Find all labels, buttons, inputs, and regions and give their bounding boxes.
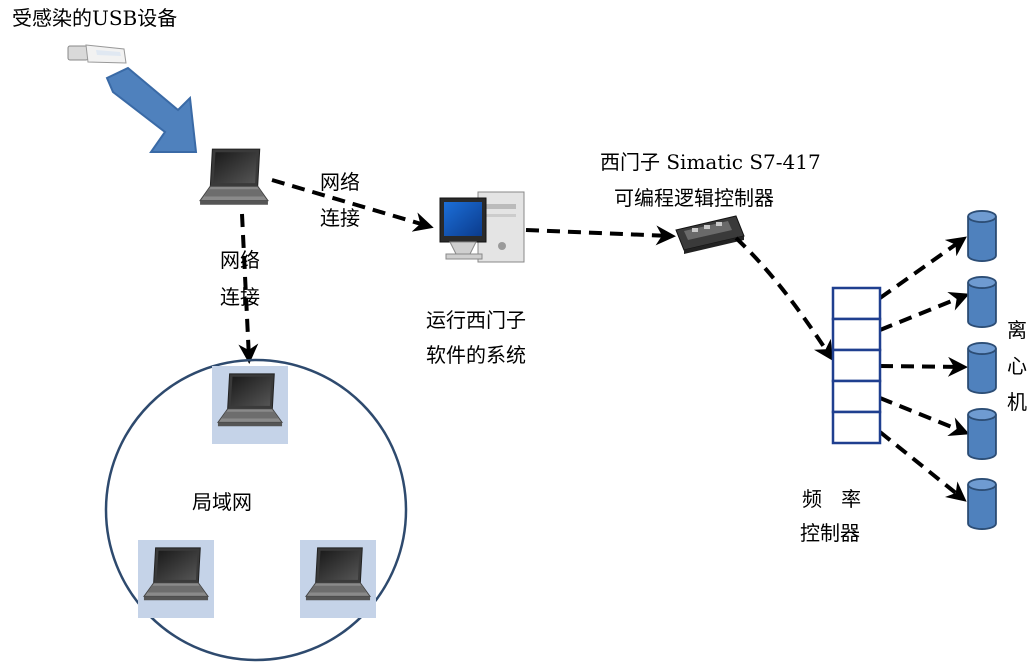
centrifuge-cylinder-icon (967, 342, 997, 394)
centrifuge-label-2: 心 (1007, 354, 1027, 378)
lan-laptop-icon (138, 540, 214, 618)
centrifuge-label-1: 离 (1007, 318, 1027, 342)
link-pc-to-plc (525, 225, 676, 246)
infection-arrow (105, 66, 198, 153)
link-laptop-to-pc (271, 178, 434, 232)
plc-board-icon (675, 215, 745, 254)
frequency-controller-label-2: 控制器 (800, 521, 860, 545)
link-to-centrifuge-4 (879, 396, 970, 437)
link-to-centrifuge-1 (878, 236, 967, 300)
connection-lines (238, 178, 970, 502)
centrifuge-label-3: 机 (1007, 390, 1027, 414)
link-to-centrifuge-2 (879, 291, 970, 332)
lan-laptop-icon (212, 366, 288, 444)
infected-usb-label: 受感染的USB设备 (12, 6, 178, 30)
network-link-left-label-2: 连接 (220, 285, 260, 309)
network-link-left-label-1: 网络 (220, 248, 260, 272)
frequency-controller (831, 286, 882, 445)
centrifuge-cylinder-icon (967, 408, 997, 460)
link-to-centrifuge-5 (878, 430, 967, 502)
plc-label-2: 可编程逻辑控制器 (614, 186, 774, 210)
usb-drive-icon (67, 44, 127, 64)
infected-laptop-icon (199, 148, 269, 206)
link-plc-to-controller (734, 236, 834, 362)
link-to-centrifuge-3 (879, 356, 968, 377)
lan-circle (104, 358, 408, 662)
frequency-controller-label-1: 频 率 (802, 487, 862, 511)
centrifuge-cylinder-icon (967, 478, 997, 530)
centrifuge-cylinder-icon (967, 210, 997, 262)
centrifuge-cylinder-icon (967, 276, 997, 328)
pc-system-label-1: 运行西门子 (426, 308, 526, 332)
lan-label: 局域网 (192, 490, 252, 514)
link-laptop-to-lan (238, 213, 259, 364)
lan-laptop-icon (300, 540, 376, 618)
plc-label-1: 西门子 Simatic S7-417 (600, 150, 821, 174)
network-link-top-label-2: 连接 (320, 206, 360, 230)
desktop-computer-icon (439, 191, 525, 263)
network-link-top-label-1: 网络 (320, 170, 360, 194)
pc-system-label-2: 软件的系统 (426, 343, 526, 367)
